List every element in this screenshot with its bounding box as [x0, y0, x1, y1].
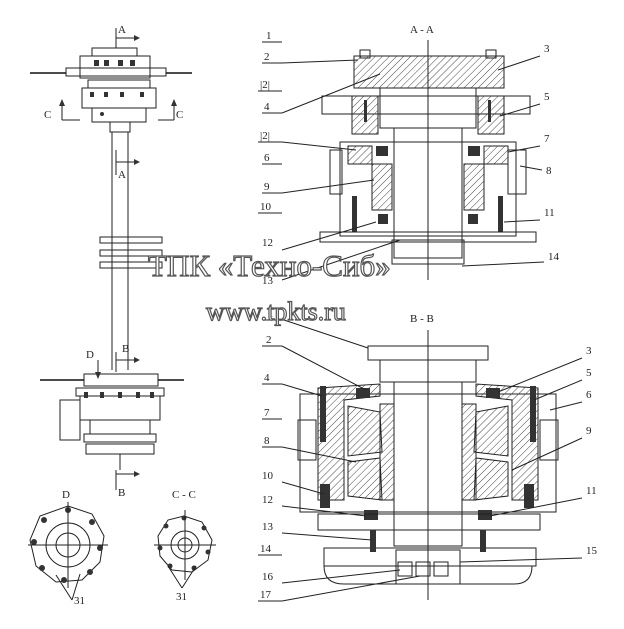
- callout-aa-11: 11: [544, 207, 555, 219]
- callout-aa-10: 10: [260, 201, 272, 213]
- side-assembly-view: [30, 47, 192, 470]
- section-markers: A A C C B B D: [44, 24, 183, 499]
- section-aa-view: A - A: [319, 24, 537, 280]
- callout-aa-8: 8: [546, 165, 552, 177]
- view-cc-title: C - C: [172, 489, 196, 501]
- watermark: ТПК «Техно-Сиб» www.tpkts.ru: [147, 247, 391, 326]
- callout-bb-16: 16: [262, 571, 274, 583]
- callout-bb-12: 12: [262, 494, 273, 506]
- callout-bb-3: 3: [586, 345, 592, 357]
- cut-b-top-label: B: [122, 343, 129, 355]
- view-cc-ref: 31: [176, 591, 187, 603]
- view-d: D 31: [28, 489, 108, 607]
- section-bb-title: B - B: [410, 313, 434, 325]
- cut-c-right-label: C: [176, 109, 183, 121]
- callout-bb-17: 17: [260, 589, 272, 601]
- cut-d-label: D: [86, 349, 94, 361]
- callout-aa-12: 12: [262, 237, 273, 249]
- section-bb-view: B - B: [297, 313, 559, 600]
- callout-bb-1: 1: [268, 308, 274, 320]
- callout-aa-9: 9: [264, 181, 270, 193]
- callout-aa-7: 7: [544, 133, 550, 145]
- callout-bb-8: 8: [264, 435, 270, 447]
- callout-aa-1: 1: [266, 30, 272, 42]
- callout-bb-5: 5: [586, 367, 592, 379]
- view-cc: C - C 31: [154, 489, 216, 603]
- callout-bb-2: 2: [266, 334, 272, 346]
- callout-bb-10: 10: [262, 470, 274, 482]
- callout-aa-3: 3: [544, 43, 550, 55]
- cut-a-top-label: A: [118, 24, 126, 36]
- callout-bb-7: 7: [264, 407, 270, 419]
- watermark-url: www.tpkts.ru: [206, 297, 346, 326]
- section-bb-callouts: 1 2 3 4 5 6 7 8 9 10 11 12 13 14 15 16: [258, 308, 598, 602]
- cut-a-bottom-label: A: [118, 169, 126, 181]
- watermark-company: ТПК «Техно-Сиб»: [148, 248, 391, 283]
- callout-bb-9: 9: [586, 425, 592, 437]
- callout-aa-6: 6: [264, 152, 270, 164]
- cut-c-left-label: C: [44, 109, 51, 121]
- section-aa-callouts: 1 2 |2| 3 4 5 |2| 7 6 8 9 10 11 12 13 14: [258, 30, 560, 287]
- callout-bb-6: 6: [586, 389, 592, 401]
- callout-bb-11: 11: [586, 485, 597, 497]
- cut-b-bottom-label: B: [118, 487, 125, 499]
- callout-bb-15: 15: [586, 545, 598, 557]
- callout-aa-4: 4: [264, 101, 270, 113]
- view-d-title: D: [62, 489, 70, 501]
- callout-aa-14: 14: [548, 251, 560, 263]
- view-d-ref: 31: [74, 595, 85, 607]
- callout-bb-14: 14: [260, 543, 272, 555]
- callout-aa-5: 5: [544, 91, 550, 103]
- callout-aa-13: 13: [262, 275, 274, 287]
- callout-bb-4: 4: [264, 372, 270, 384]
- section-aa-title: A - A: [410, 24, 434, 36]
- callout-aa-2c: |2|: [260, 130, 270, 142]
- callout-aa-2b: |2|: [260, 79, 270, 91]
- callout-aa-2: 2: [264, 51, 270, 63]
- callout-bb-13: 13: [262, 521, 274, 533]
